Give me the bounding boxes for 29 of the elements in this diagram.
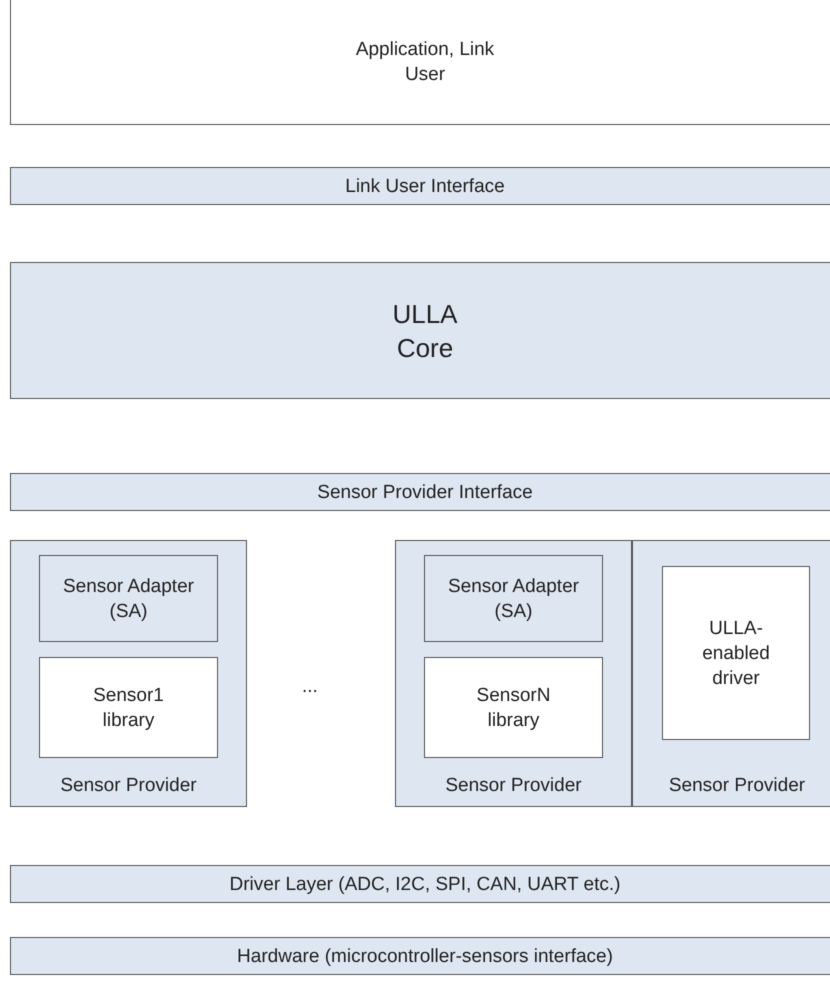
layer-label: Sensor Adapter (SA) xyxy=(62,574,195,624)
component-box xyxy=(424,657,603,758)
layer-label: Sensor Provider Interface xyxy=(317,480,533,504)
layer-label: Hardware (microcontroller-sensors interface) xyxy=(237,944,613,968)
layer-label: Sensor1 library xyxy=(92,684,165,732)
layer-label: Link User Interface xyxy=(345,174,505,198)
component-box xyxy=(662,566,810,740)
component-box xyxy=(424,555,603,642)
layer-label: Driver Layer (ADC, I2C, SPI, CAN, UART etc.) xyxy=(230,872,620,896)
layer-label: Application, Link User xyxy=(354,38,496,86)
provider-panel xyxy=(395,540,632,807)
ellipsis-label: ... xyxy=(302,676,318,698)
layer-label: SensorN library xyxy=(476,684,552,732)
provider-panel xyxy=(10,540,247,807)
layer-label: Sensor Provider xyxy=(444,774,583,798)
layer-box xyxy=(10,0,830,125)
layer-box xyxy=(10,167,830,205)
layer-label: Sensor Adapter (SA) xyxy=(447,574,580,624)
layer-box xyxy=(10,937,830,975)
layer-box xyxy=(10,473,830,511)
provider-panel xyxy=(632,540,830,807)
component-box xyxy=(39,555,218,642)
layer-box xyxy=(10,865,830,903)
layer-label: Sensor Provider xyxy=(59,774,198,798)
layer-box xyxy=(10,262,830,399)
layer-label: ULLA Core xyxy=(391,298,459,364)
layer-label: Sensor Provider xyxy=(668,774,806,798)
component-box xyxy=(39,657,218,758)
layer-label: ULLA-enabled driver xyxy=(701,616,771,690)
